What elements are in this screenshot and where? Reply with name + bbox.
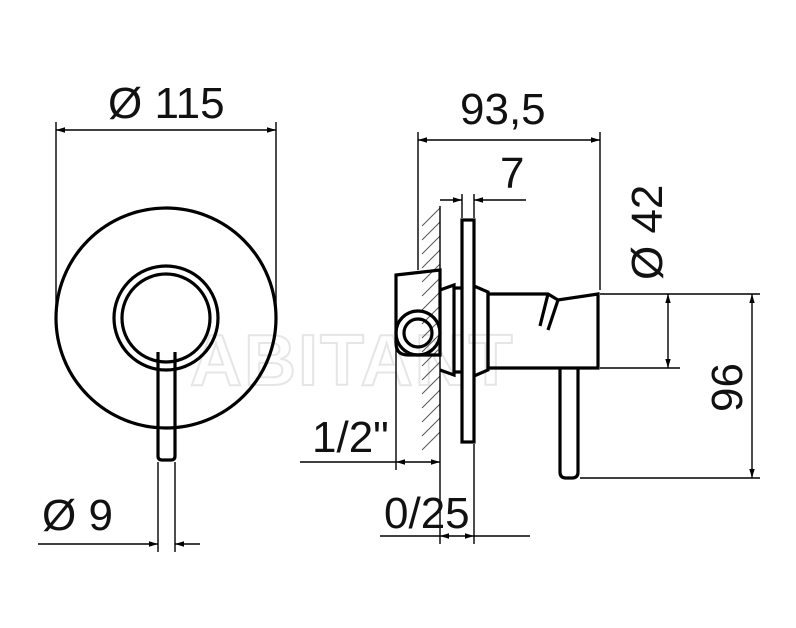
label-adjustment: 0/25: [384, 489, 470, 538]
valve-connector: [394, 268, 442, 357]
cartridge-housing: [454, 286, 462, 374]
watermark-text: ABITANT: [190, 321, 515, 401]
label-height: 96: [703, 363, 752, 412]
label-body-diameter: Ø 42: [623, 185, 672, 280]
label-stem-diameter: Ø 9: [42, 491, 113, 540]
cover-plate: [460, 218, 476, 444]
label-plate-depth: 7: [500, 149, 524, 198]
dimension-body-diameter: Ø 42: [600, 185, 680, 369]
label-overall-depth: 93,5: [460, 85, 546, 134]
side-lever: [558, 368, 580, 480]
side-view: [394, 206, 600, 480]
label-front-diameter: Ø 115: [108, 79, 225, 128]
dimension-plate-depth: 7: [440, 149, 526, 218]
inlet-circle-outer: [394, 309, 442, 357]
lever-handle: [156, 352, 177, 462]
body-bevel: [538, 293, 550, 327]
body-bevel-2: [546, 299, 560, 331]
escutcheon-plate: [54, 206, 278, 430]
dimension-thread: 1/2": [300, 345, 441, 470]
inlet-circle-inner: [402, 317, 434, 349]
dimension-front-diameter: Ø 115: [55, 79, 277, 310]
valve-neck: [439, 282, 456, 378]
dimension-adjustment: 0/25: [380, 444, 530, 544]
handle-ring-outer: [112, 264, 220, 372]
dimension-height: 96: [580, 293, 760, 479]
handle-ring-inner: [120, 272, 212, 364]
dimension-stem-diameter: Ø 9: [38, 462, 200, 552]
dimension-overall-depth: 93,5: [417, 85, 601, 290]
label-thread: 1/2": [312, 413, 389, 462]
front-view: [54, 206, 278, 462]
